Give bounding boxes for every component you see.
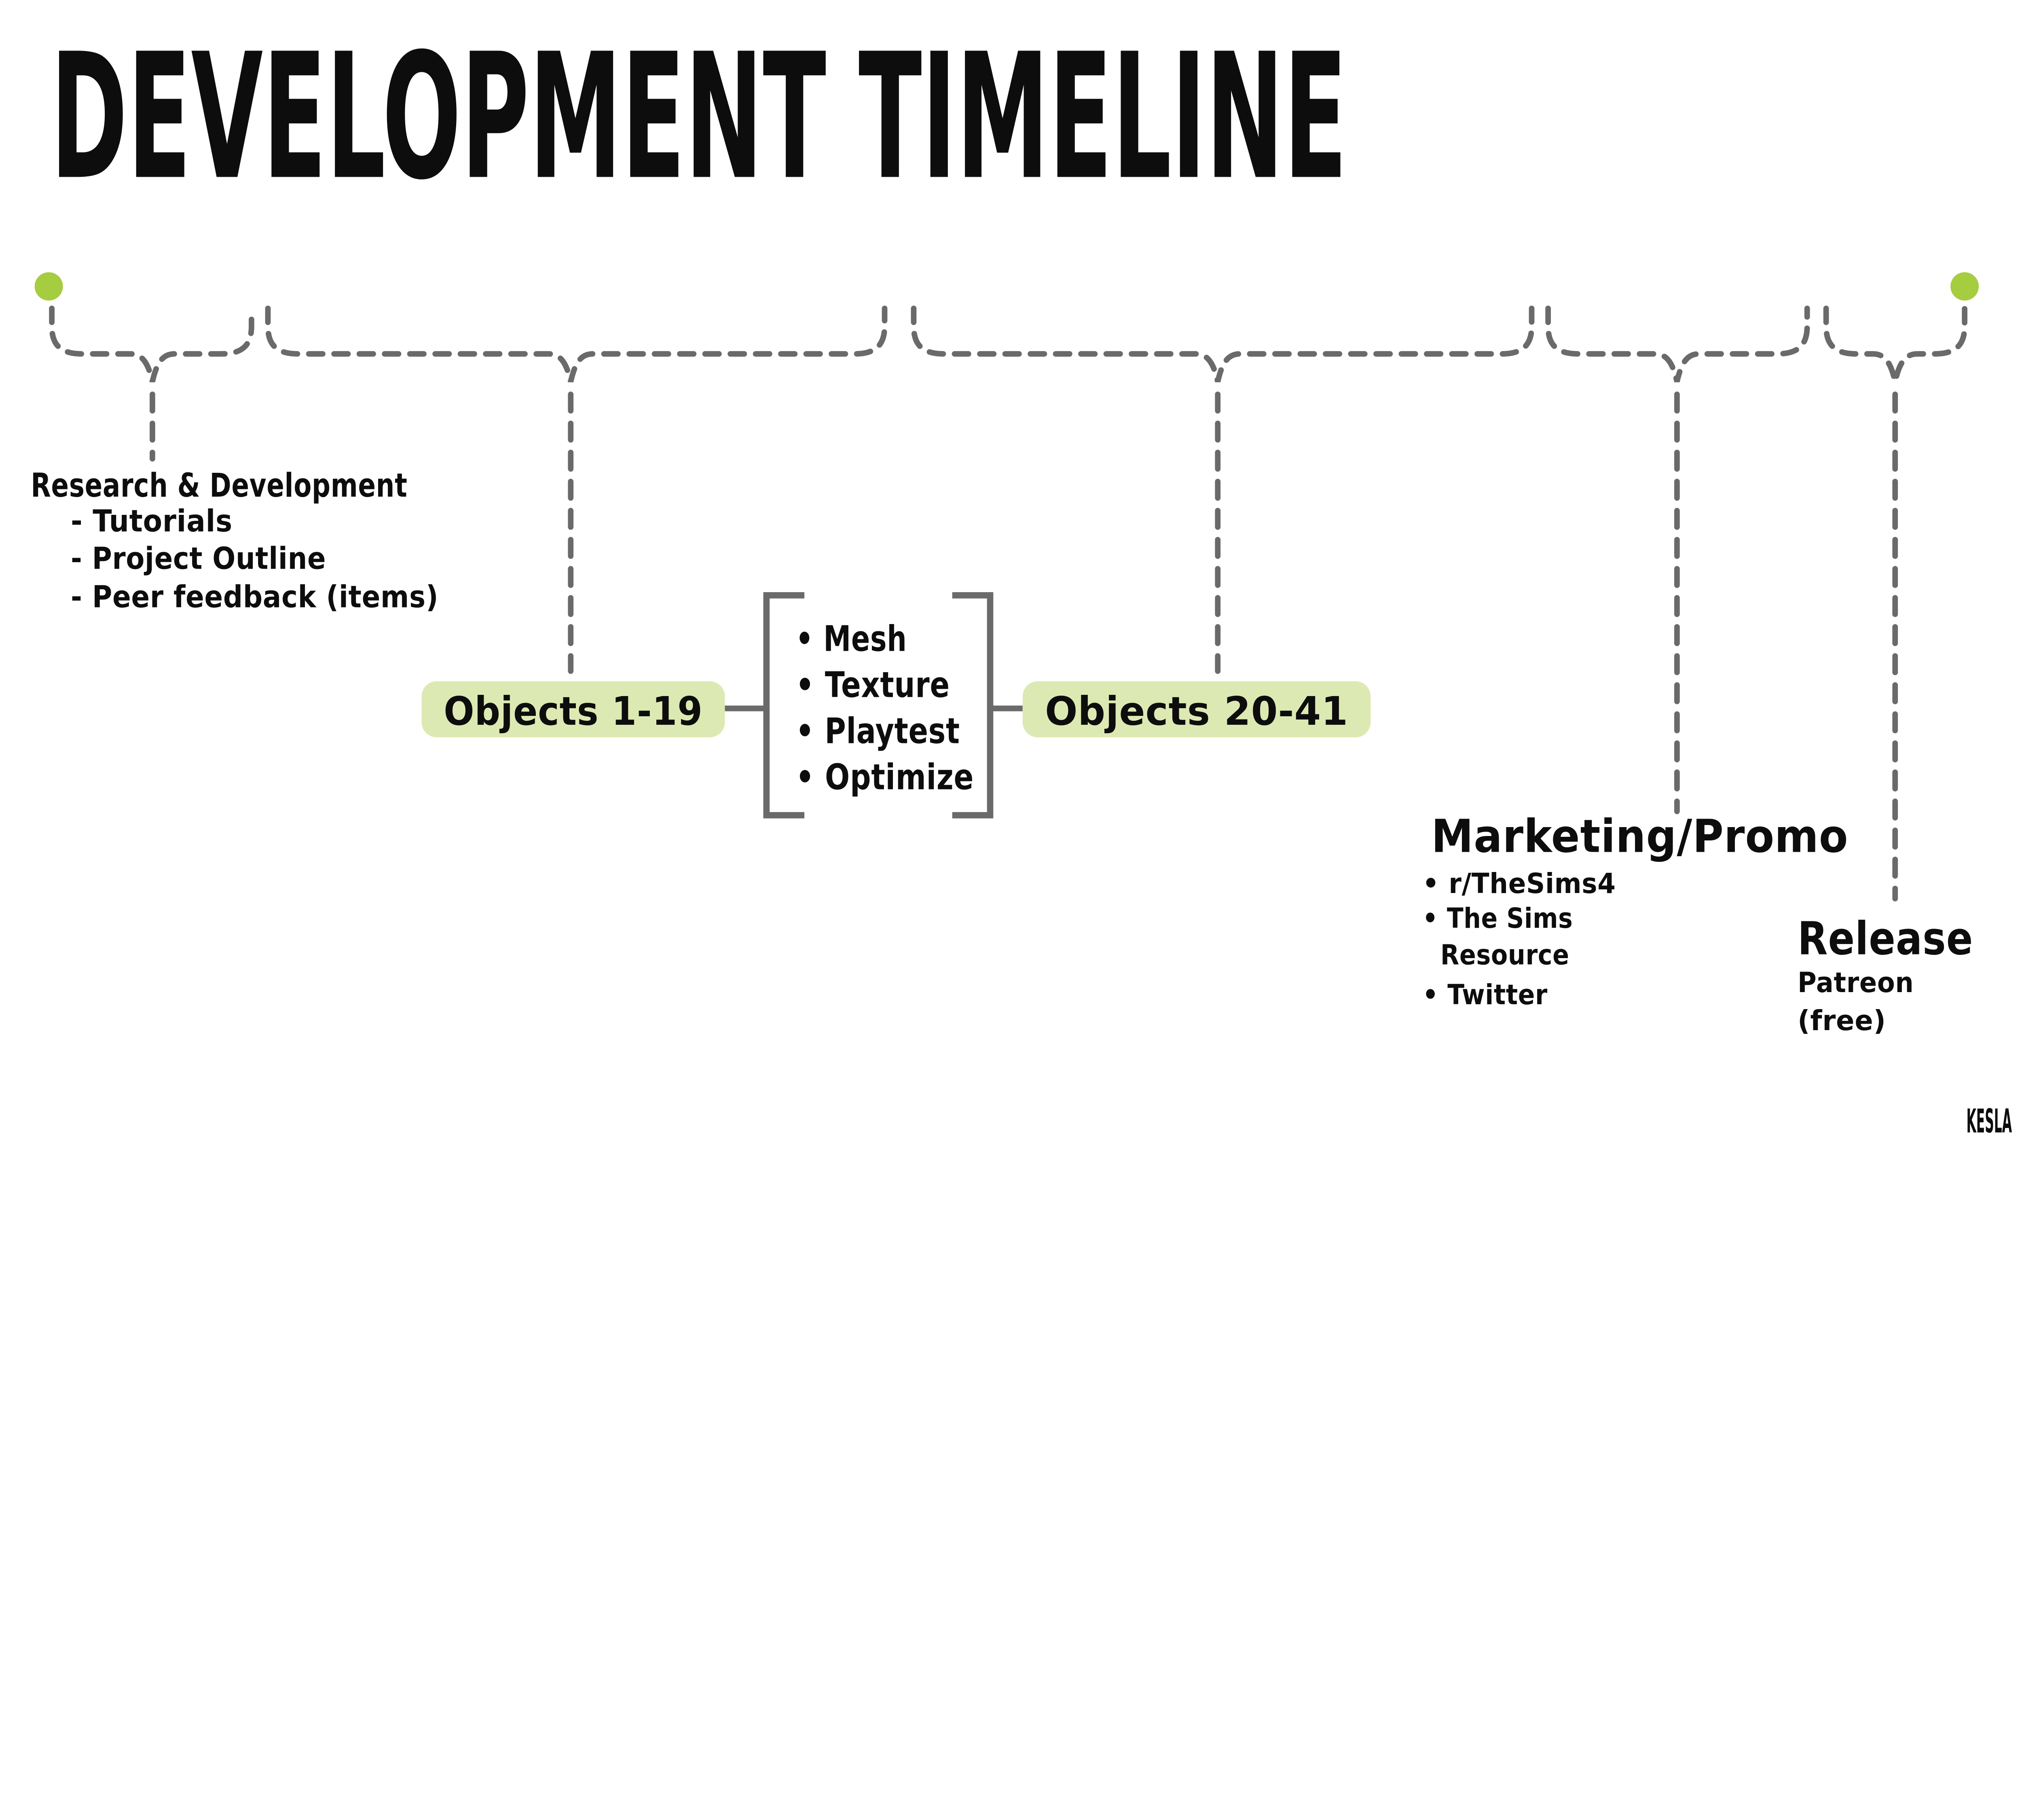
brace-objects-20-41: [911, 305, 1535, 383]
page-title: DEVELOPMENT TIMELINE: [51, 17, 1347, 218]
task-item: • Mesh: [795, 618, 907, 659]
timeline-end-dot: [1950, 272, 1979, 301]
task-item: • Playtest: [795, 711, 960, 752]
marketing-heading: Marketing/Promo: [1431, 810, 1848, 863]
bracket-right-icon: [952, 592, 994, 819]
research-item: - Project Outline: [71, 540, 326, 576]
release-heading: Release: [1798, 912, 1973, 965]
objects-20-41-label: Objects 20-41: [1045, 688, 1348, 734]
research-heading: Research & Development: [31, 467, 407, 505]
brace-research: [49, 305, 254, 383]
research-item: - Peer feedback (items): [71, 579, 438, 615]
release-line: Patreon: [1798, 967, 1914, 999]
watermark-logo: KESLA: [1967, 1103, 2012, 1138]
marketing-item: • The Sims: [1423, 902, 1573, 935]
objects-1-19-label: Objects 1-19: [444, 688, 703, 734]
research-item: - Tutorials: [71, 503, 233, 539]
release-line: (free): [1798, 1005, 1886, 1037]
slide-canvas: DEVELOPMENT TIMELINE Research & Developm…: [31, 17, 2012, 1138]
task-item: • Optimize: [795, 757, 974, 798]
objects-1-19-pill: [421, 681, 725, 738]
task-item: • Texture: [795, 664, 950, 705]
bracket-left-icon: [763, 592, 805, 819]
marketing-item: • Twitter: [1423, 979, 1548, 1011]
brace-release: [1823, 305, 1967, 383]
brace-marketing: [1545, 305, 1810, 383]
objects-20-41-pill: [1022, 681, 1371, 738]
marketing-item: • r/TheSims4: [1423, 868, 1616, 900]
timeline-start-dot: [34, 272, 63, 301]
brace-objects-1-19: [265, 305, 888, 383]
marketing-item: Resource: [1440, 939, 1569, 971]
slide: DEVELOPMENT TIMELINE Research & Developm…: [31, 16, 2012, 1138]
